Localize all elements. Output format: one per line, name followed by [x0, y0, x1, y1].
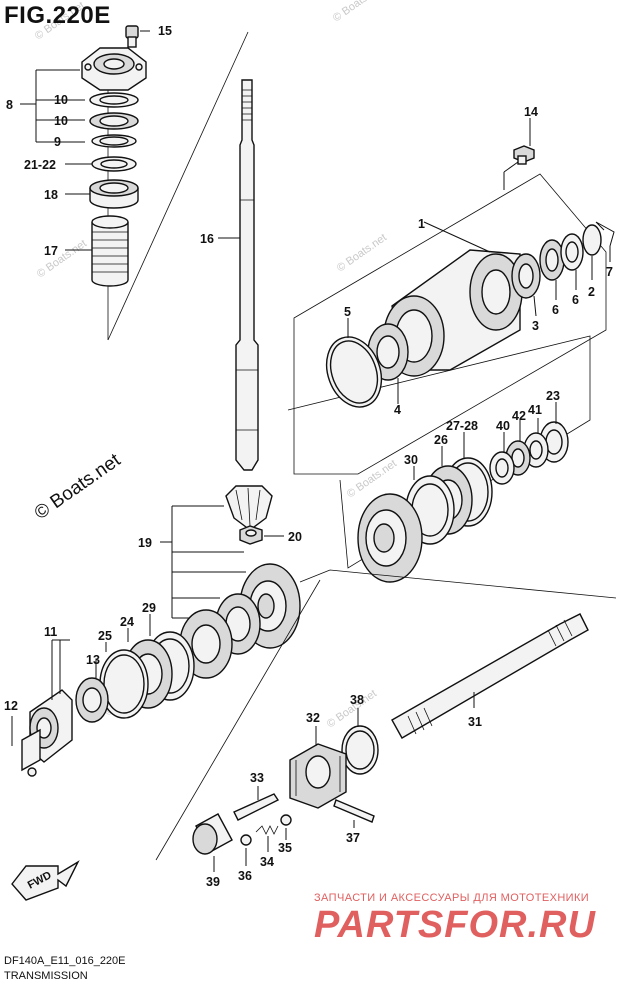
watermark-large: © Boats.net: [31, 449, 125, 524]
callout-15[interactable]: 15: [158, 24, 172, 38]
callout-6[interactable]: 6: [572, 293, 579, 307]
callout-24[interactable]: 24: [120, 615, 134, 629]
callout-3[interactable]: 3: [532, 319, 539, 333]
ball-36: [240, 834, 252, 846]
callout-26[interactable]: 26: [434, 433, 448, 447]
callout-29[interactable]: 29: [142, 601, 156, 615]
shim-6: [539, 239, 565, 281]
ring-38: [341, 725, 379, 775]
bracket-11: [51, 639, 70, 700]
callout-19[interactable]: 19: [138, 536, 152, 550]
callout-6[interactable]: 6: [552, 303, 559, 317]
callout-14[interactable]: 14: [524, 105, 538, 119]
clutch-dog-32: [289, 743, 347, 809]
propeller-shaft-31: [391, 613, 589, 739]
pinion-gear: [225, 485, 273, 531]
bearing-housing: [81, 47, 147, 91]
guide-line: [107, 31, 249, 341]
figure-title: FIG.220E: [4, 2, 111, 29]
callout-38[interactable]: 38: [350, 693, 364, 707]
propeller-shaft-bearing-housing: [21, 689, 73, 777]
spring-34: [255, 825, 279, 835]
ball-35: [280, 814, 292, 826]
callout-8[interactable]: 8: [6, 98, 13, 112]
callout-35[interactable]: 35: [278, 841, 292, 855]
callout-40[interactable]: 40: [496, 419, 510, 433]
brand-logo: PARTSFOR.RU: [314, 904, 596, 946]
callout-12[interactable]: 12: [4, 699, 18, 713]
callout-32[interactable]: 32: [306, 711, 320, 725]
figure-code: DF140A_E11_016_220E: [4, 955, 126, 967]
callout-10[interactable]: 10: [54, 93, 68, 107]
group-box: [293, 173, 607, 475]
shim-10: [89, 92, 139, 108]
callout-23[interactable]: 23: [546, 389, 560, 403]
shim-9: [91, 134, 137, 148]
bracket-8: [20, 69, 85, 143]
group-box: [287, 335, 591, 569]
pin-33: [233, 793, 280, 821]
callout-16[interactable]: 16: [200, 232, 214, 246]
figure-name: TRANSMISSION: [4, 970, 88, 982]
callout-4[interactable]: 4: [394, 403, 401, 417]
callout-41[interactable]: 41: [528, 403, 542, 417]
shim-6: [560, 233, 584, 271]
callout-31[interactable]: 31: [468, 715, 482, 729]
watermark: © Boats.net: [331, 0, 385, 24]
brand-subtitle: ЗАПЧАСТИ И АКСЕССУАРЫ ДЛЯ МОТОТЕХНИКИ: [314, 892, 590, 904]
watermark: © Boats.net: [335, 232, 389, 275]
circlip-7: [595, 221, 615, 247]
bolt-14: [513, 145, 535, 165]
bearing-3: [511, 253, 541, 299]
callout-2[interactable]: 2: [588, 285, 595, 299]
callout-9[interactable]: 9: [54, 135, 61, 149]
callout-5[interactable]: 5: [344, 305, 351, 319]
callout-27-28[interactable]: 27-28: [446, 419, 478, 433]
callout-10[interactable]: 10: [54, 114, 68, 128]
watermark: © Boats.net: [35, 238, 89, 281]
forward-gear: [357, 493, 423, 583]
callout-7[interactable]: 7: [606, 265, 613, 279]
callout-18[interactable]: 18: [44, 188, 58, 202]
fwd-arrow-icon: FWD: [11, 860, 80, 901]
bracket-19: [160, 505, 246, 619]
callout-30[interactable]: 30: [404, 453, 418, 467]
callout-33[interactable]: 33: [250, 771, 264, 785]
bearing-13: [75, 677, 109, 723]
nut-20: [239, 525, 263, 545]
shim-25: [99, 649, 149, 719]
callout-39[interactable]: 39: [206, 875, 220, 889]
pin-37: [333, 799, 375, 823]
callout-37[interactable]: 37: [346, 831, 360, 845]
callout-13[interactable]: 13: [86, 653, 100, 667]
o-ring-5: [325, 336, 383, 408]
sleeve-17: [91, 215, 129, 287]
bolt-15: [125, 25, 139, 48]
washer-40: [489, 451, 515, 485]
sleeve-39: [192, 813, 233, 855]
bearing-housing-1: [383, 249, 523, 377]
callout-1[interactable]: 1: [418, 217, 425, 231]
ring-2: [582, 224, 602, 256]
bearing-10: [89, 112, 139, 130]
callout-42[interactable]: 42: [512, 409, 526, 423]
callout-11[interactable]: 11: [44, 625, 57, 639]
drive-shaft-16: [235, 79, 259, 471]
washer-21-22: [91, 156, 137, 172]
callout-25[interactable]: 25: [98, 629, 112, 643]
callout-21-22[interactable]: 21-22: [24, 158, 56, 172]
callout-36[interactable]: 36: [238, 869, 252, 883]
callout-20[interactable]: 20: [288, 530, 302, 544]
group-box: [299, 569, 617, 599]
callout-34[interactable]: 34: [260, 855, 274, 869]
guide-line: [155, 579, 321, 861]
callout-17[interactable]: 17: [44, 244, 58, 258]
bearing-18: [89, 179, 139, 209]
